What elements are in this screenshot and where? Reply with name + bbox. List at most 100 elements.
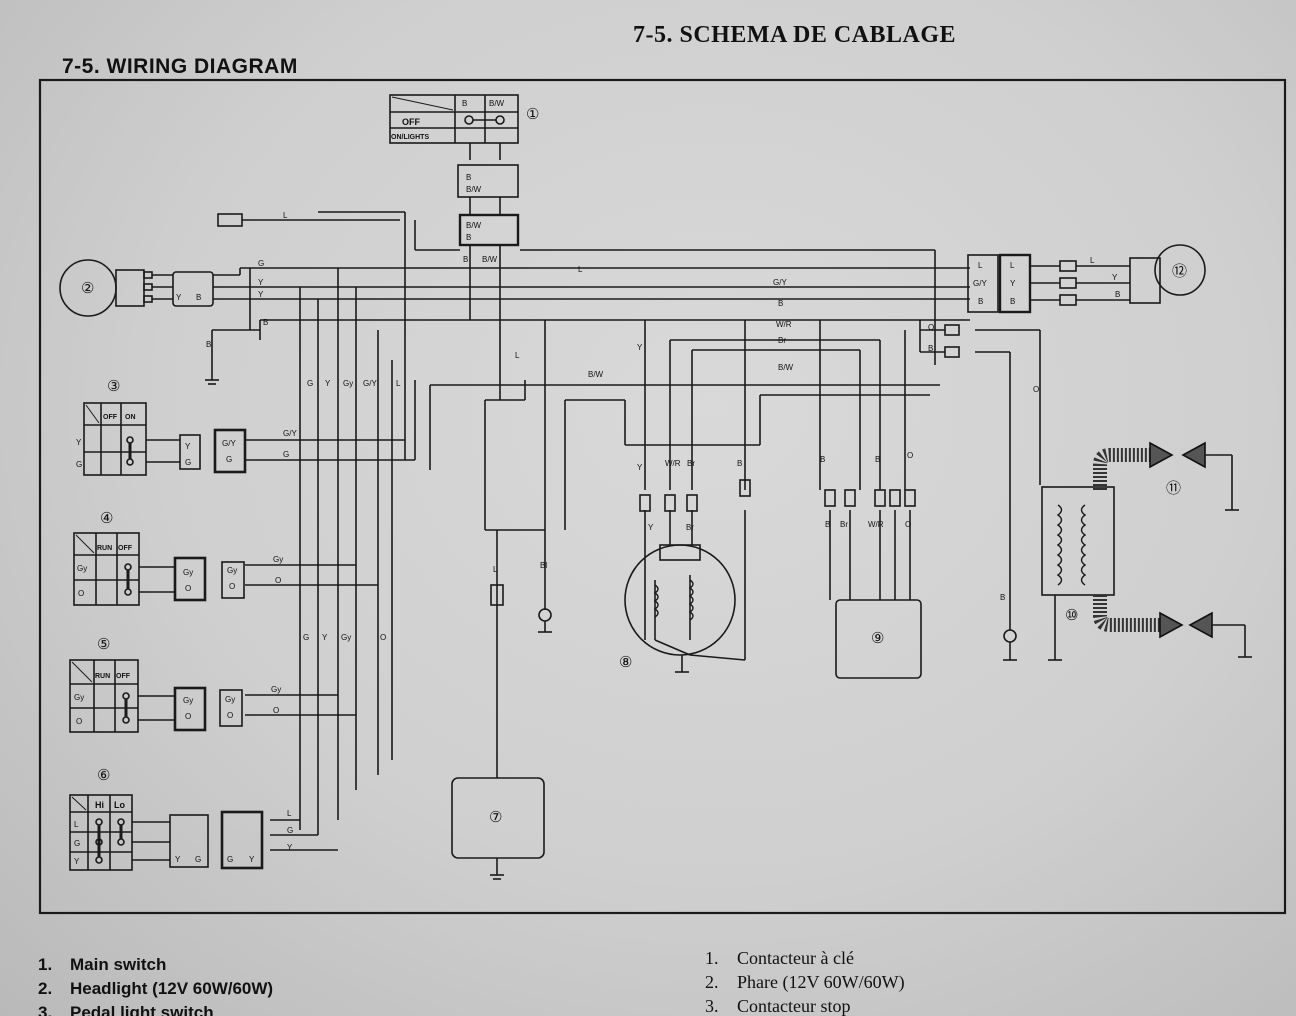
wire-label: O — [76, 717, 82, 726]
wire-label: G — [74, 839, 80, 848]
wire-label: Y — [648, 523, 654, 532]
wire-label: L — [978, 261, 983, 270]
wire-label: G — [195, 855, 201, 864]
wire-label: B — [1000, 593, 1005, 602]
wire-label: Y — [258, 290, 264, 299]
stop2-run-label: RUN — [95, 673, 110, 680]
cdi-unit — [451, 777, 545, 859]
wire-label: Gy — [77, 564, 87, 573]
wire-label: Gy — [271, 685, 281, 694]
wire-label: G/Y — [773, 278, 787, 287]
wire-label: W/R — [665, 459, 681, 468]
wire-label: L — [396, 379, 401, 388]
ground-lamp-right — [1003, 629, 1017, 643]
wire-label: B — [263, 318, 268, 327]
wire-label: B — [737, 459, 742, 468]
wire-label: G — [283, 450, 289, 459]
wire-label: L — [1010, 261, 1015, 270]
wire-label: L — [74, 820, 79, 829]
pedal-light-switch — [83, 402, 247, 476]
wire-label: L — [283, 211, 288, 220]
component-number-3: ③ — [107, 379, 120, 395]
wire-label: Y — [176, 293, 182, 302]
wire-label: Y — [185, 442, 191, 451]
tail-light — [1154, 244, 1206, 296]
wire-label: L — [493, 565, 498, 574]
component-number-7: ⑦ — [489, 810, 502, 826]
legend-item: 3.Contacteur stop — [705, 996, 851, 1016]
wire-label: O — [185, 712, 191, 721]
wire-label: G — [76, 460, 82, 469]
wire-label: L — [515, 351, 520, 360]
wire-label: O — [928, 323, 934, 332]
wire-label: Gy — [343, 379, 353, 388]
spark-plug-leads — [1093, 441, 1252, 658]
component-number-8: ⑧ — [619, 655, 632, 671]
wire-label: Gy — [225, 695, 235, 704]
wire-label: G — [185, 458, 191, 467]
wire-label: B — [778, 299, 783, 308]
wire-label: B — [462, 99, 467, 108]
wire-label: Gy — [183, 568, 193, 577]
wire-label: G — [287, 826, 293, 835]
stop2-off-label: OFF — [116, 673, 131, 680]
wire-label: Y — [76, 438, 82, 447]
wire-label: W/R — [776, 320, 792, 329]
wire-label: O — [273, 706, 279, 715]
wire-label: Gy — [227, 566, 237, 575]
wire-label: B — [928, 344, 933, 353]
wire-label: Y — [322, 633, 328, 642]
wire-label: B — [978, 297, 983, 306]
wire-label: W/R — [868, 520, 884, 529]
wire-label: G — [303, 633, 309, 642]
wire-label: G — [226, 455, 232, 464]
wire-label: O — [229, 582, 235, 591]
component-number-2: ② — [81, 281, 94, 297]
component-number-11: ⑪ — [1166, 480, 1181, 497]
stop1-run-label: RUN — [97, 545, 112, 552]
wire-label: Gy — [183, 696, 193, 705]
wire-label: Y — [287, 843, 293, 852]
wire-label: Br — [686, 523, 694, 532]
wire-label: B/W — [489, 99, 505, 108]
wire-label: O — [227, 711, 233, 720]
wire-label: O — [907, 451, 913, 460]
legend-french: 1.Contacteur à clé 2.Phare (12V 60W/60W)… — [705, 948, 905, 1016]
diagram-frame — [38, 78, 1287, 915]
wiring-diagram: ① ② ③ ④ ⑤ ⑥ ⑦ ⑧ ⑨ ⑩ ⑪ ⑫ OFF ON/LIGHTS OF… — [38, 78, 1287, 915]
wire-label: B — [466, 173, 471, 182]
rectifier-regulator — [835, 599, 922, 679]
wire-label: Y — [1112, 273, 1118, 282]
wire-label: G/Y — [283, 429, 297, 438]
wire-label: Y — [637, 463, 643, 472]
ignition-coil — [1041, 486, 1115, 661]
wire-label: L — [578, 265, 583, 274]
legend-item: 2.Headlight (12V 60W/60W) — [38, 979, 274, 998]
engine-stop-switch-2 — [69, 659, 243, 733]
legend-area: 1.Main switch 2.Headlight (12V 60W/60W) … — [0, 944, 1296, 1016]
component-number-6: ⑥ — [97, 768, 110, 784]
wire-label: G/Y — [973, 279, 987, 288]
wire-label: B/W — [482, 255, 498, 264]
wire-label: Y — [258, 278, 264, 287]
main-switch — [389, 94, 520, 247]
component-number-5: ⑤ — [97, 637, 110, 653]
ground-lamp-left — [538, 608, 552, 622]
component-number-1: ① — [526, 107, 539, 123]
wire-label: Y — [74, 857, 80, 866]
wire-label: B — [825, 520, 830, 529]
wire-label: O — [185, 584, 191, 593]
engine-stop-switch-1 — [73, 532, 245, 606]
legend-item: 1.Main switch — [38, 955, 167, 974]
component-number-9: ⑨ — [871, 631, 884, 647]
main-switch-off-label: OFF — [402, 117, 420, 127]
wire-label: B — [1115, 290, 1120, 299]
magneto — [624, 510, 746, 673]
wire-label: B — [1010, 297, 1015, 306]
legend-item: 2.Phare (12V 60W/60W) — [705, 972, 905, 992]
coil-windings — [653, 504, 1087, 621]
page-title-french: 7-5. SCHEMA DE CABLAGE — [633, 22, 957, 48]
wire-label: Y — [637, 343, 643, 352]
wire-label: O — [905, 520, 911, 529]
dimmer-hi-label: Hi — [95, 800, 104, 810]
